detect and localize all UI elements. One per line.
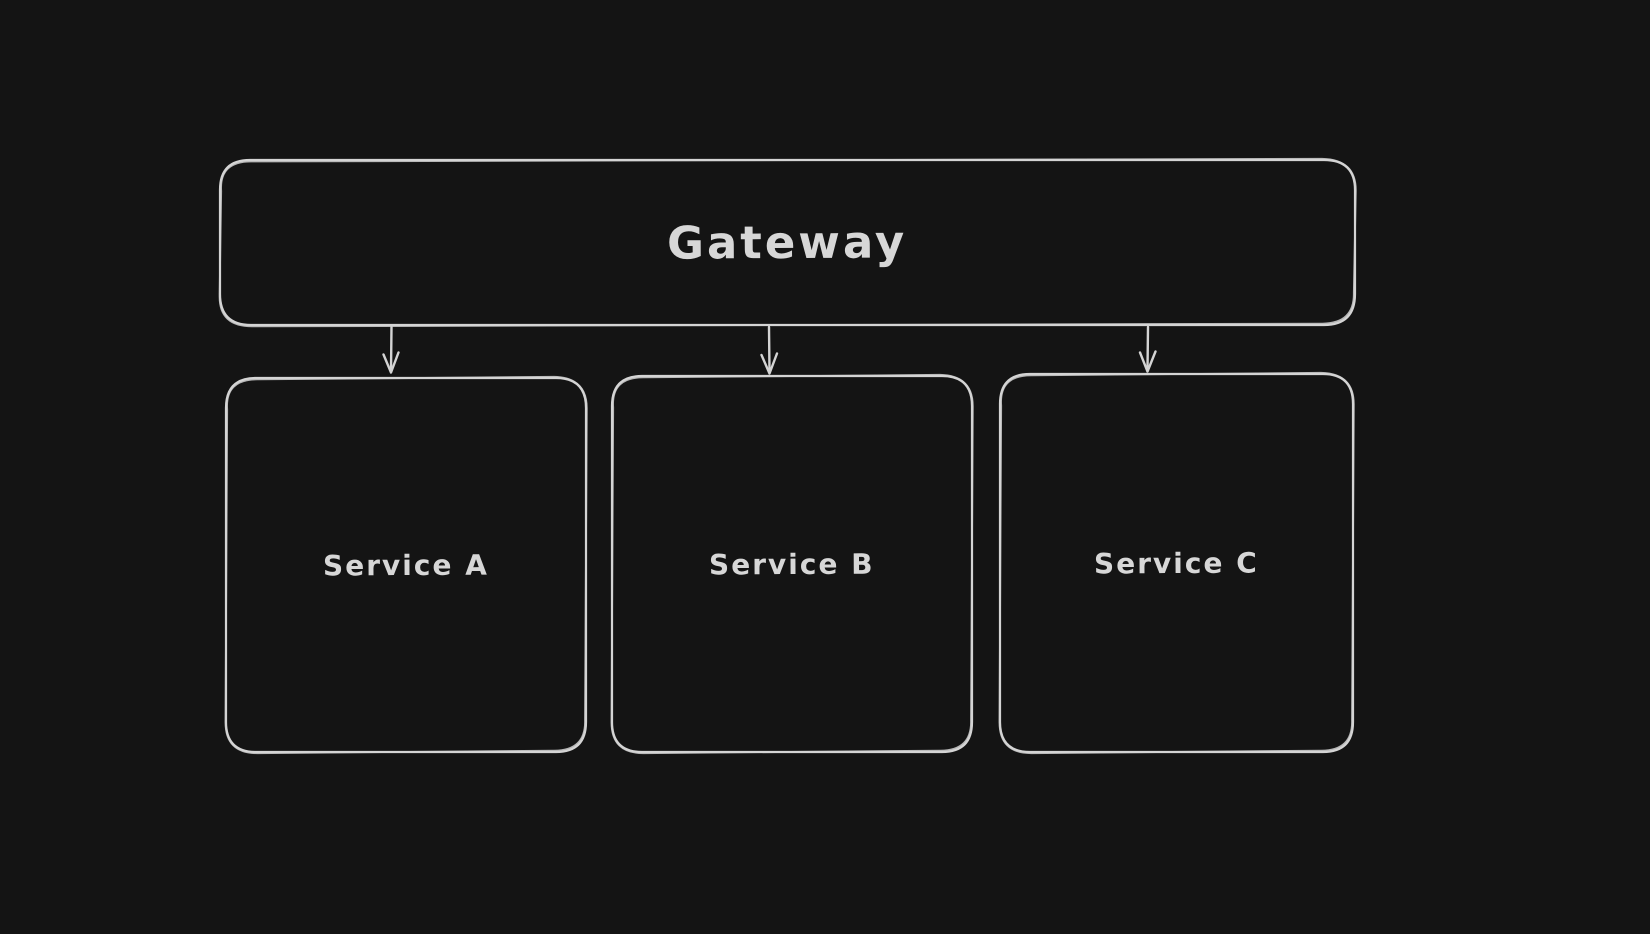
node-service-b-outline	[610, 373, 974, 755]
node-service-c-label: Service C	[1094, 546, 1259, 580]
edge-gateway-service-b-arrowhead	[760, 352, 779, 375]
edge-gateway-service-a-arrowhead	[382, 351, 400, 374]
node-service-b[interactable]: Service B	[612, 376, 972, 752]
node-service-a-label: Service A	[322, 548, 489, 582]
edge-gateway-service-c[interactable]	[1138, 325, 1157, 373]
node-gateway-label: Gateway	[667, 215, 908, 270]
edge-gateway-service-b[interactable]	[760, 325, 779, 375]
node-gateway[interactable]: Gateway	[220, 160, 1355, 325]
edge-gateway-service-a-shaft	[389, 325, 393, 372]
node-service-c-outline	[998, 371, 1355, 755]
node-service-a[interactable]: Service A	[226, 378, 586, 752]
node-service-a-outline	[224, 375, 588, 755]
node-service-b-label: Service B	[709, 547, 875, 581]
node-service-c[interactable]: Service C	[1000, 374, 1353, 752]
edge-gateway-service-a[interactable]	[382, 325, 400, 374]
node-gateway-outline	[218, 157, 1357, 328]
edge-gateway-service-c-arrowhead	[1138, 350, 1157, 373]
edge-gateway-service-c-shaft	[1146, 325, 1150, 371]
edge-gateway-service-b-shaft	[767, 325, 771, 373]
